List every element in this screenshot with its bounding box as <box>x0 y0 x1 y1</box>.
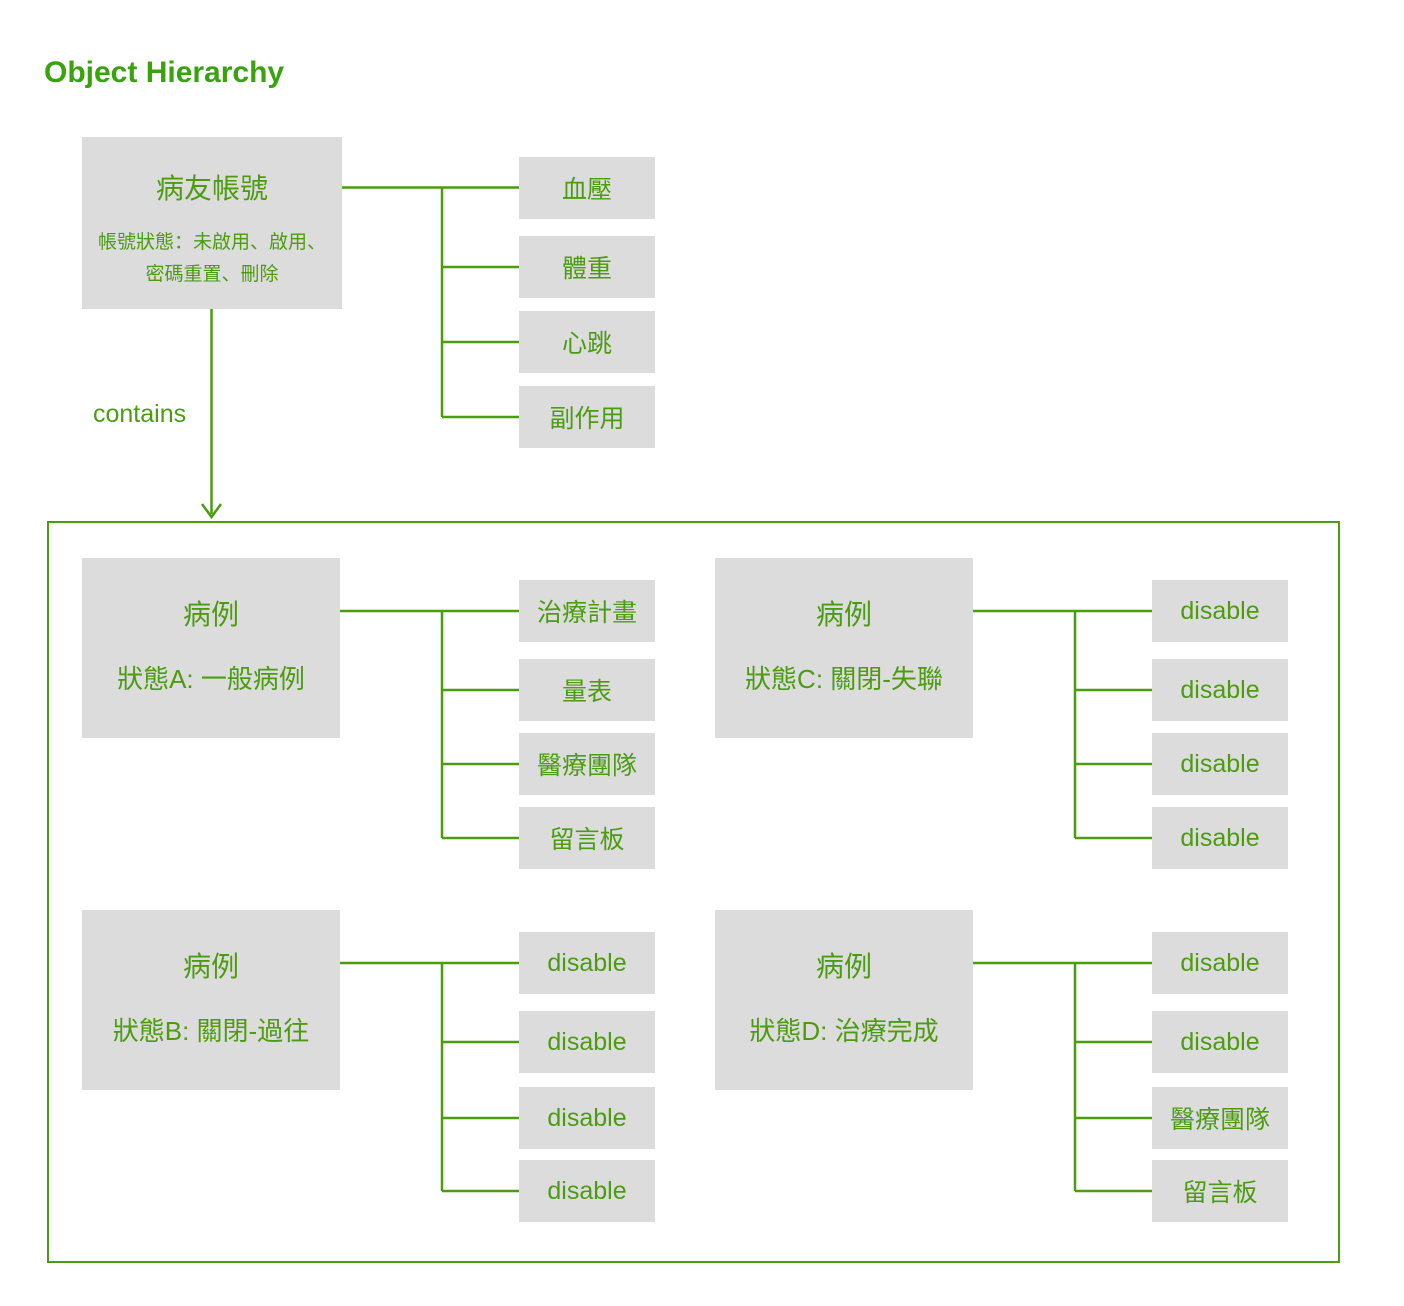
patient-account-box: 病友帳號 帳號狀態：未啟用、啟用、密碼重置、刪除 <box>82 137 342 309</box>
case-b-item-3: disable <box>519 1087 655 1149</box>
vital-box-heartbeat: 心跳 <box>519 311 655 373</box>
case-d-item-4: 留言板 <box>1152 1160 1288 1222</box>
case-d-item-2: disable <box>1152 1011 1288 1073</box>
case-d-status: 狀態D: 治療完成 <box>749 1015 939 1046</box>
case-d-title: 病例 <box>815 950 872 982</box>
case-c-item-2: disable <box>1152 659 1288 721</box>
case-c-status: 狀態C: 關閉-失聯 <box>745 663 943 694</box>
case-c-item-4: disable <box>1152 807 1288 869</box>
case-a-item-1: 治療計畫 <box>519 580 655 642</box>
case-box-c: 病例 狀態C: 關閉-失聯 <box>715 558 973 738</box>
case-a-item-3: 醫療團隊 <box>519 733 655 795</box>
case-box-b: 病例 狀態B: 關閉-過往 <box>82 910 340 1090</box>
case-d-item-1: disable <box>1152 932 1288 994</box>
root-connectors <box>342 186 519 419</box>
case-b-status: 狀態B: 關閉-過往 <box>112 1015 310 1046</box>
contains-arrow <box>200 309 223 520</box>
case-b-item-1: disable <box>519 932 655 994</box>
case-box-a: 病例 狀態A: 一般病例 <box>82 558 340 738</box>
vital-box-side-effects: 副作用 <box>519 386 655 448</box>
cases-container <box>47 521 1340 1263</box>
vital-box-weight: 體重 <box>519 236 655 298</box>
case-d-item-3: 醫療團隊 <box>1152 1087 1288 1149</box>
case-b-title: 病例 <box>182 950 239 982</box>
case-a-status: 狀態A: 一般病例 <box>117 663 305 694</box>
patient-account-title: 病友帳號 <box>155 173 268 204</box>
case-box-d: 病例 狀態D: 治療完成 <box>715 910 973 1090</box>
case-a-title: 病例 <box>182 598 239 630</box>
vital-box-blood-pressure: 血壓 <box>519 157 655 219</box>
case-c-item-3: disable <box>1152 733 1288 795</box>
case-a-item-2: 量表 <box>519 659 655 721</box>
case-a-item-4: 留言板 <box>519 807 655 869</box>
case-c-title: 病例 <box>815 598 872 630</box>
case-b-item-4: disable <box>519 1160 655 1222</box>
patient-account-status: 帳號狀態：未啟用、啟用、密碼重置、刪除 <box>97 232 326 286</box>
case-c-item-1: disable <box>1152 580 1288 642</box>
page-title: Object Hierarchy <box>44 56 285 89</box>
contains-label: contains <box>93 400 187 428</box>
case-b-item-2: disable <box>519 1011 655 1073</box>
